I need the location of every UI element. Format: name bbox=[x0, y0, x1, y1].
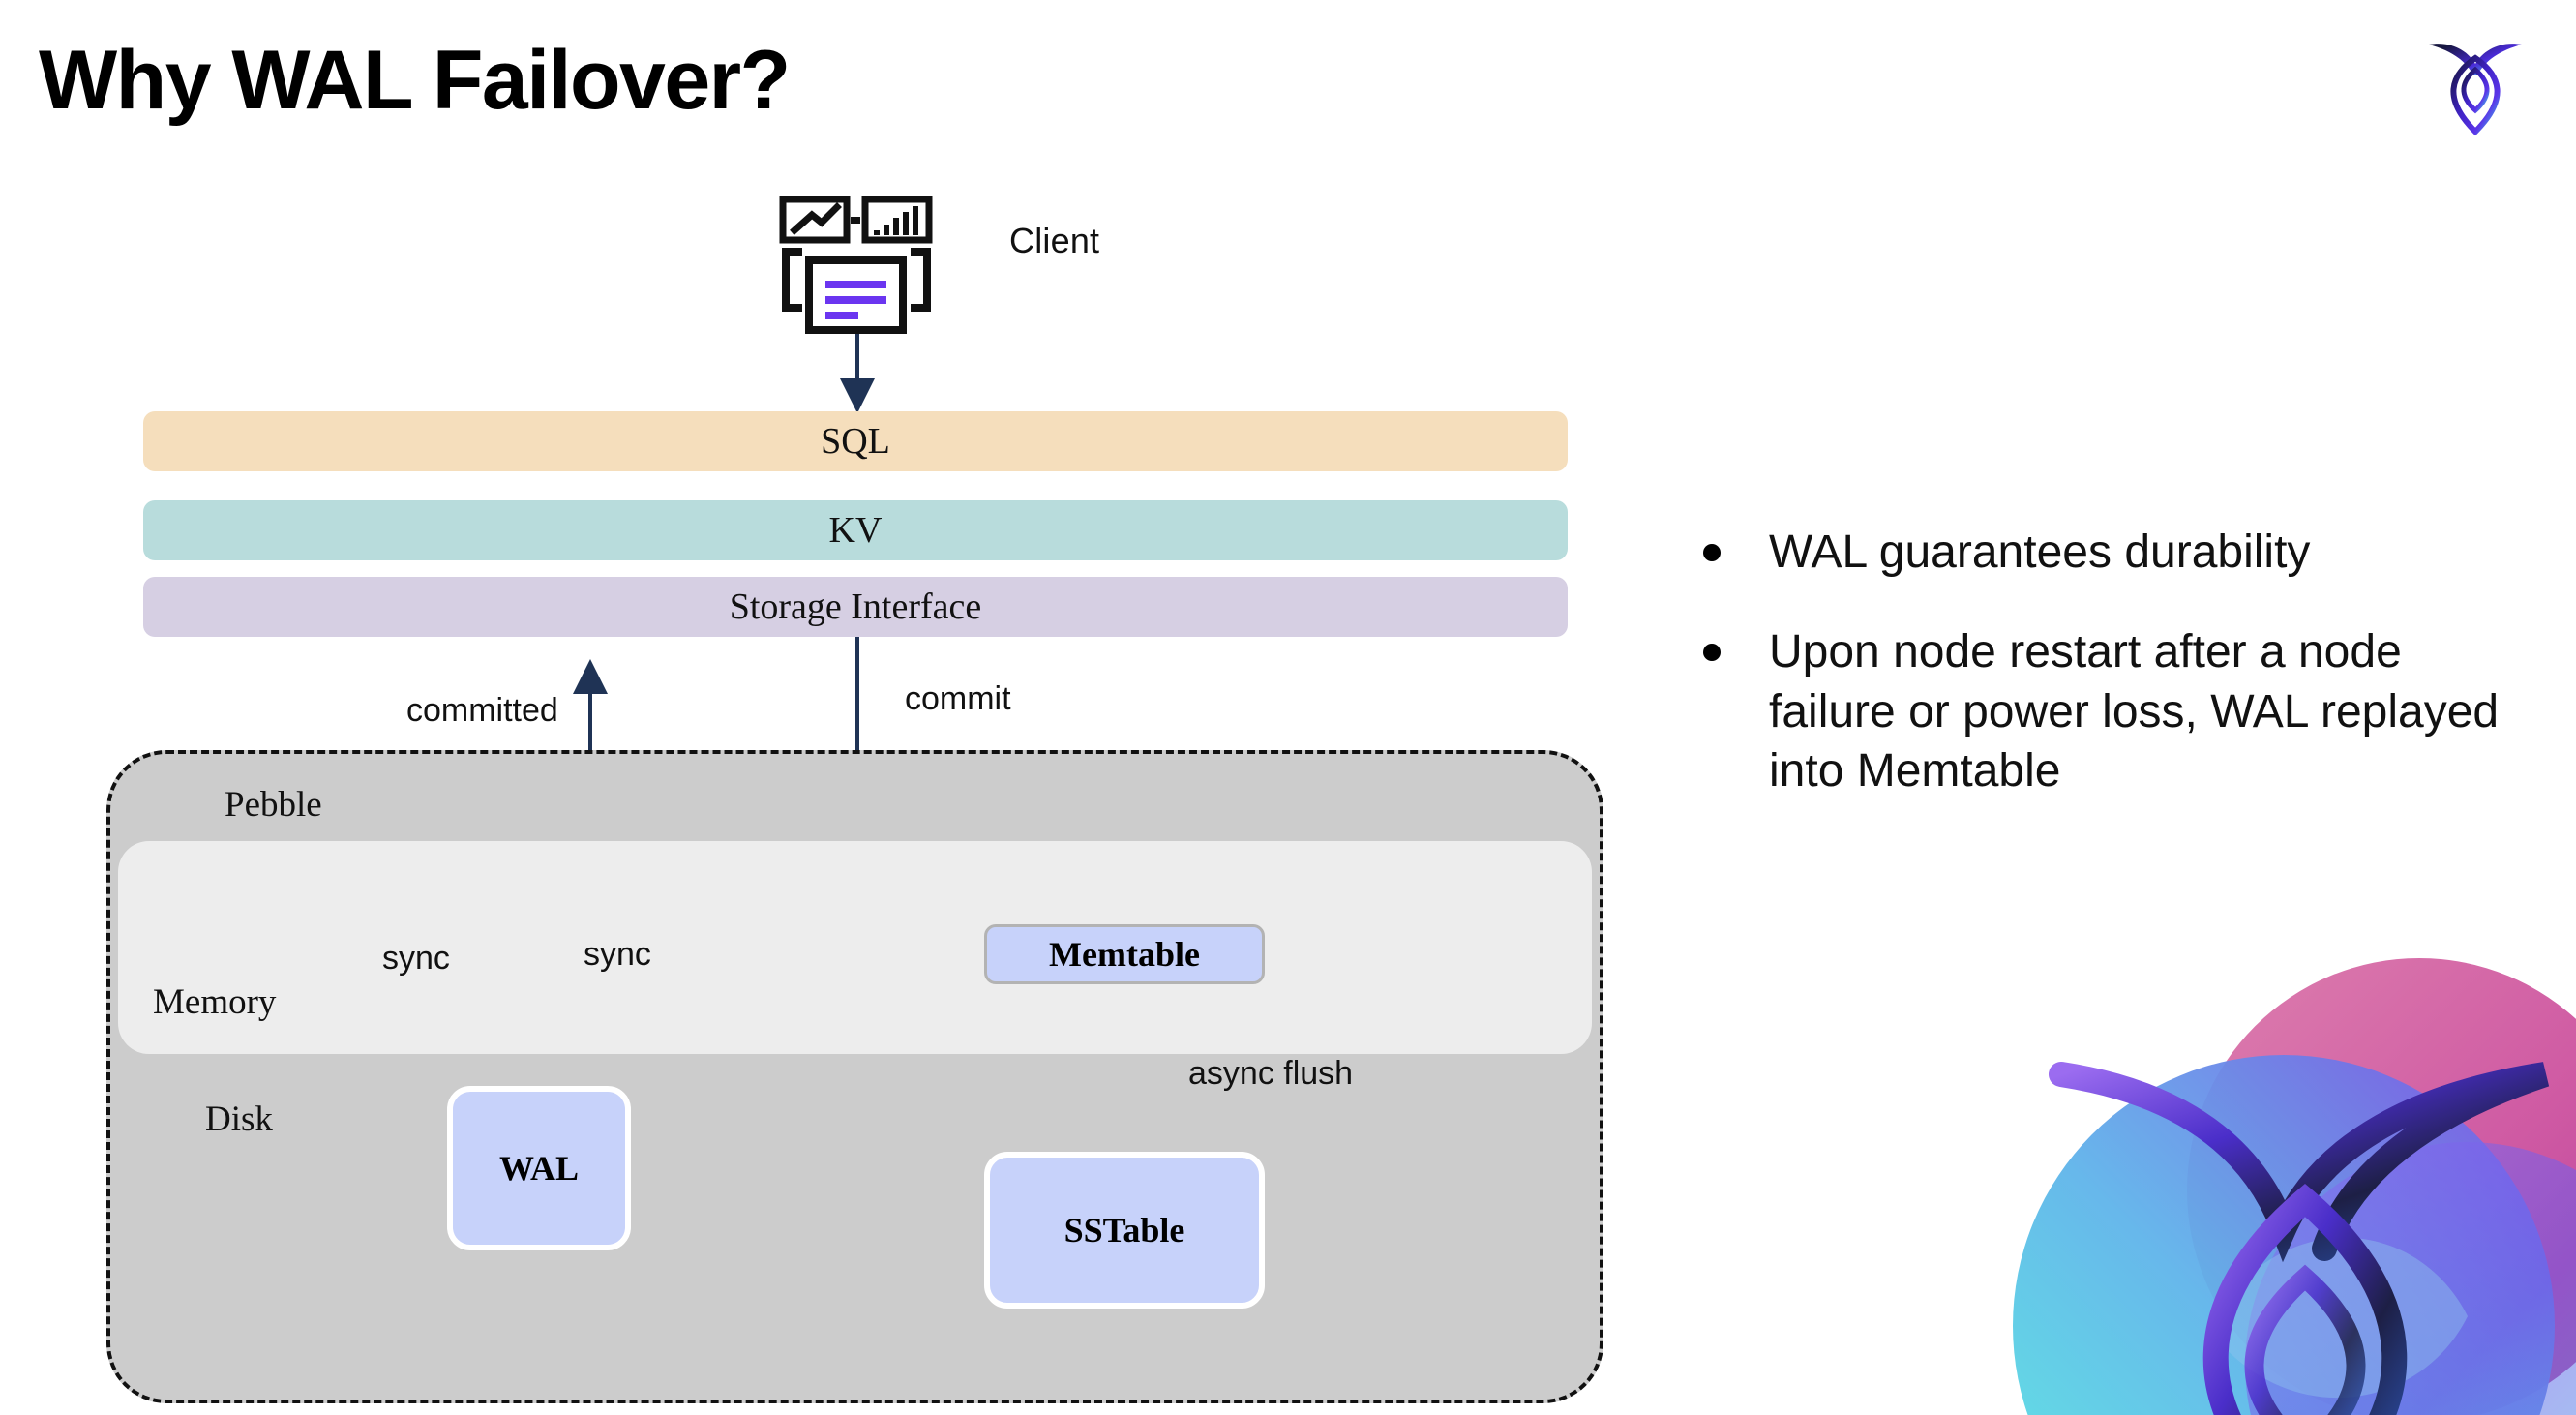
memory-label: Memory bbox=[153, 982, 277, 1022]
disk-label: Disk bbox=[205, 1099, 273, 1139]
node-memtable[interactable]: Memtable bbox=[984, 924, 1265, 984]
node-wal[interactable]: WAL bbox=[447, 1086, 631, 1250]
cockroachdb-watermark bbox=[1964, 910, 2576, 1415]
bullet-list: WAL guarantees durability Upon node rest… bbox=[1703, 523, 2506, 842]
layer-bar-storage-interface-label: Storage Interface bbox=[729, 587, 982, 627]
cockroachdb-logo bbox=[2417, 27, 2533, 143]
client-label: Client bbox=[1009, 221, 1100, 260]
pebble-label: Pebble bbox=[225, 785, 322, 825]
list-item: Upon node restart after a node failure o… bbox=[1703, 622, 2506, 800]
layer-bar-sql[interactable]: SQL bbox=[143, 411, 1568, 471]
memory-region bbox=[118, 841, 1592, 1054]
edge-label-async-flush: async flush bbox=[1188, 1055, 1354, 1092]
edge-label-sync-left: sync bbox=[382, 940, 450, 977]
node-wal-label: WAL bbox=[498, 1149, 580, 1188]
edge-label-commit: commit bbox=[905, 680, 1011, 717]
layer-bar-storage-interface[interactable]: Storage Interface bbox=[143, 577, 1568, 637]
edge-label-sync-right: sync bbox=[584, 936, 651, 973]
layer-bar-kv[interactable]: KV bbox=[143, 500, 1568, 560]
page-title: Why WAL Failover? bbox=[39, 34, 791, 127]
list-item: WAL guarantees durability bbox=[1703, 523, 2506, 582]
bullet-dot-icon bbox=[1703, 644, 1721, 662]
bullet-dot-icon bbox=[1703, 544, 1721, 561]
architecture-diagram: Client SQL KV Storage Interface Pebble M… bbox=[106, 194, 1603, 1403]
node-memtable-label: Memtable bbox=[1049, 935, 1200, 974]
edge-label-committed: committed bbox=[406, 692, 558, 729]
node-sstable-label: SSTable bbox=[1063, 1211, 1185, 1249]
layer-bar-kv-label: KV bbox=[828, 510, 883, 551]
bullet-text: WAL guarantees durability bbox=[1769, 527, 2311, 578]
bullet-text: Upon node restart after a node failure o… bbox=[1769, 626, 2500, 798]
node-sstable[interactable]: SSTable bbox=[984, 1152, 1265, 1309]
client-dashboard-icon bbox=[769, 194, 944, 334]
layer-bar-sql-label: SQL bbox=[821, 421, 890, 462]
